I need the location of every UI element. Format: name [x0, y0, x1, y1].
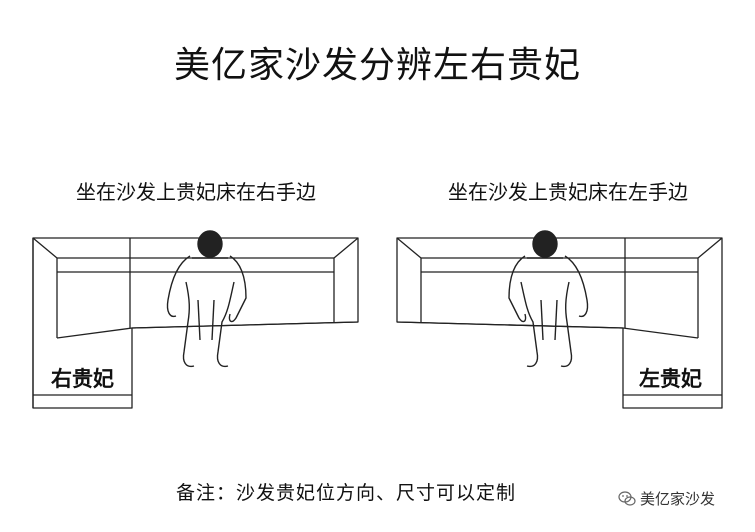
watermark: 美亿家沙发: [618, 488, 715, 509]
right-diagram-caption: 坐在沙发上贵妃床在左手边: [448, 180, 688, 204]
left-diagram-caption: 坐在沙发上贵妃床在右手边: [76, 180, 316, 204]
left-person-figure: [166, 230, 247, 368]
wechat-icon: [618, 490, 636, 507]
footnote: 备注：沙发贵妃位方向、尺寸可以定制: [176, 482, 517, 504]
page-title: 美亿家沙发分辨左右贵妃: [173, 45, 581, 86]
right-chaise-label: 左贵妃: [639, 367, 702, 391]
watermark-text: 美亿家沙发: [640, 490, 716, 508]
left-chaise-label: 右贵妃: [51, 367, 114, 391]
left-sofa-drawing: [32, 237, 359, 409]
right-person-figure: [508, 230, 589, 368]
